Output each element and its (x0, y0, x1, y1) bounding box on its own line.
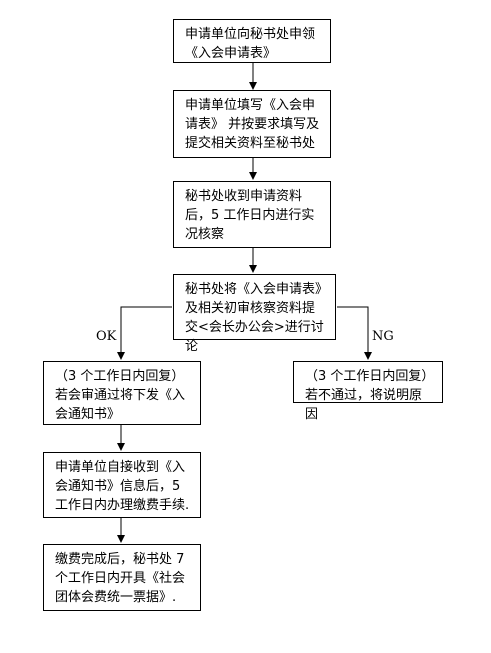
step-review-box: 秘书处收到申请资料后，5 工作日内进行实况核察 (173, 181, 331, 248)
step-payment-box: 申请单位自接收到《入会通知书》信息后，5 工作日内办理缴费手续. (43, 452, 201, 518)
step-rejected-box: （3 个工作日内回复）若不通过，将说明原因 (293, 361, 443, 422)
step-fill-form-box: 申请单位填写《入会申请表》 并按要求填写及提交相关资料至秘书处 (173, 90, 331, 158)
step-submit-meeting-box: 秘书处将《入会申请表》及相关初审核察资料提交<会长办公会>进行讨论 (173, 274, 336, 354)
step-receipt-box: 缴费完成后，秘书处 7 个工作日内开具《社会团体会费统一票据》. (43, 544, 201, 611)
arrow-b4-b5 (117, 306, 172, 360)
ok-label: OK (96, 329, 117, 344)
arrow-b4-b6 (337, 306, 372, 360)
ng-label: NG (372, 329, 394, 344)
step-apply-form-box: 申请单位向秘书处申领《入会申请表》 (173, 19, 331, 63)
step-approved-box: （3 个工作日内回复）若会审通过将下发《入会通知书》 (43, 361, 201, 425)
